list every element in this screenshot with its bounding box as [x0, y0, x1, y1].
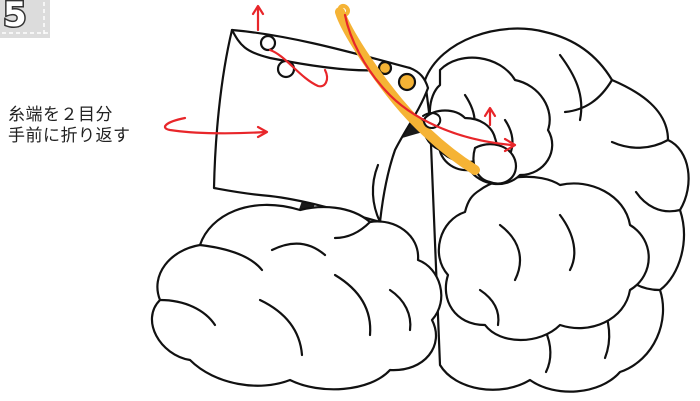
hand-finger — [473, 144, 515, 183]
red-arrow-icon — [253, 6, 263, 30]
stitch-hole — [278, 61, 294, 77]
fabric-flap — [214, 30, 428, 222]
stitch-hole — [261, 36, 275, 50]
stitch-hole-highlight — [399, 74, 415, 90]
